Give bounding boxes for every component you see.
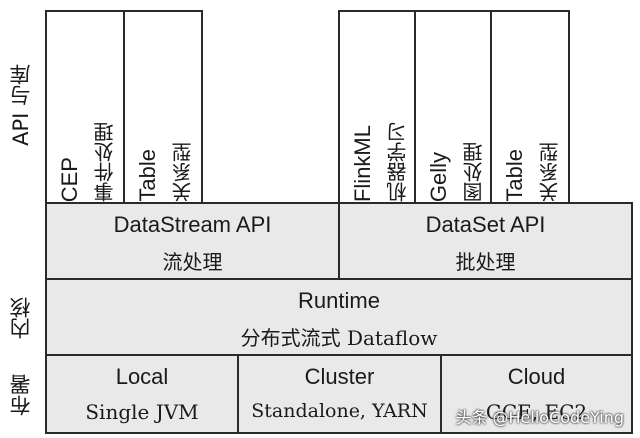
deploy-cluster-title: Cluster [304, 364, 375, 389]
side-label-core: 内核 [0, 280, 42, 356]
side-label-api-libraries: API 与库 [0, 6, 42, 204]
side-label-deploy: 布署 [0, 356, 42, 434]
dataset-api-title: DataSet API [425, 212, 546, 237]
deploy-cluster-subtitle: Standalone, YARN [251, 400, 428, 422]
deploy-cloud-subtitle: GCE, EC2 [485, 400, 588, 424]
runtime-box: Runtime 分布式流式 Dataflow [45, 278, 633, 356]
deploy-cloud-title: Cloud [507, 364, 566, 389]
library-flinkml-box: FlinkML 机器学习 [338, 10, 416, 204]
datastream-api-title: DataStream API [113, 212, 272, 237]
side-label-deploy-text: 布署 [9, 374, 33, 416]
deploy-local-subtitle: Single JVM [85, 400, 199, 424]
library-flinkml-subtitle: 机器学习 [385, 122, 410, 202]
side-label-api-text: API 与库 [9, 64, 33, 146]
datastream-api-box: DataStream API 流处理 [45, 202, 340, 280]
library-cep-title: CEP [57, 156, 82, 202]
deploy-local-title: Local [115, 364, 169, 389]
runtime-subtitle: 分布式流式 Dataflow [240, 326, 438, 350]
library-table-title-2: Table [502, 149, 527, 202]
datastream-api-subtitle: 流处理 [162, 250, 223, 274]
library-table-relational-box: Table 关系型 [123, 10, 203, 204]
deploy-local-box: Local Single JVM [45, 354, 239, 434]
library-table-relational-box-2: Table 关系型 [490, 10, 570, 204]
runtime-title: Runtime [298, 288, 380, 313]
dataset-api-subtitle: 批处理 [455, 250, 516, 274]
library-cep-subtitle: 事件处理 [92, 122, 117, 202]
library-gelly-box: Gelly 图处理 [414, 10, 492, 204]
side-label-core-text: 内核 [9, 297, 33, 339]
watermark-text: 头条 @HelloCodeYing [455, 408, 624, 427]
library-gelly-title: Gelly [426, 151, 451, 202]
library-table-subtitle: 关系型 [170, 142, 195, 202]
deploy-cloud-box: Cloud GCE, EC2 [440, 354, 633, 434]
library-gelly-subtitle: 图处理 [461, 142, 486, 202]
library-table-subtitle-2: 关系型 [537, 142, 562, 202]
library-cep-box: CEP 事件处理 [45, 10, 125, 204]
library-flinkml-title: FlinkML [350, 124, 375, 202]
deploy-cluster-box: Cluster Standalone, YARN [237, 354, 442, 434]
dataset-api-box: DataSet API 批处理 [338, 202, 633, 280]
library-table-title: Table [135, 149, 160, 202]
